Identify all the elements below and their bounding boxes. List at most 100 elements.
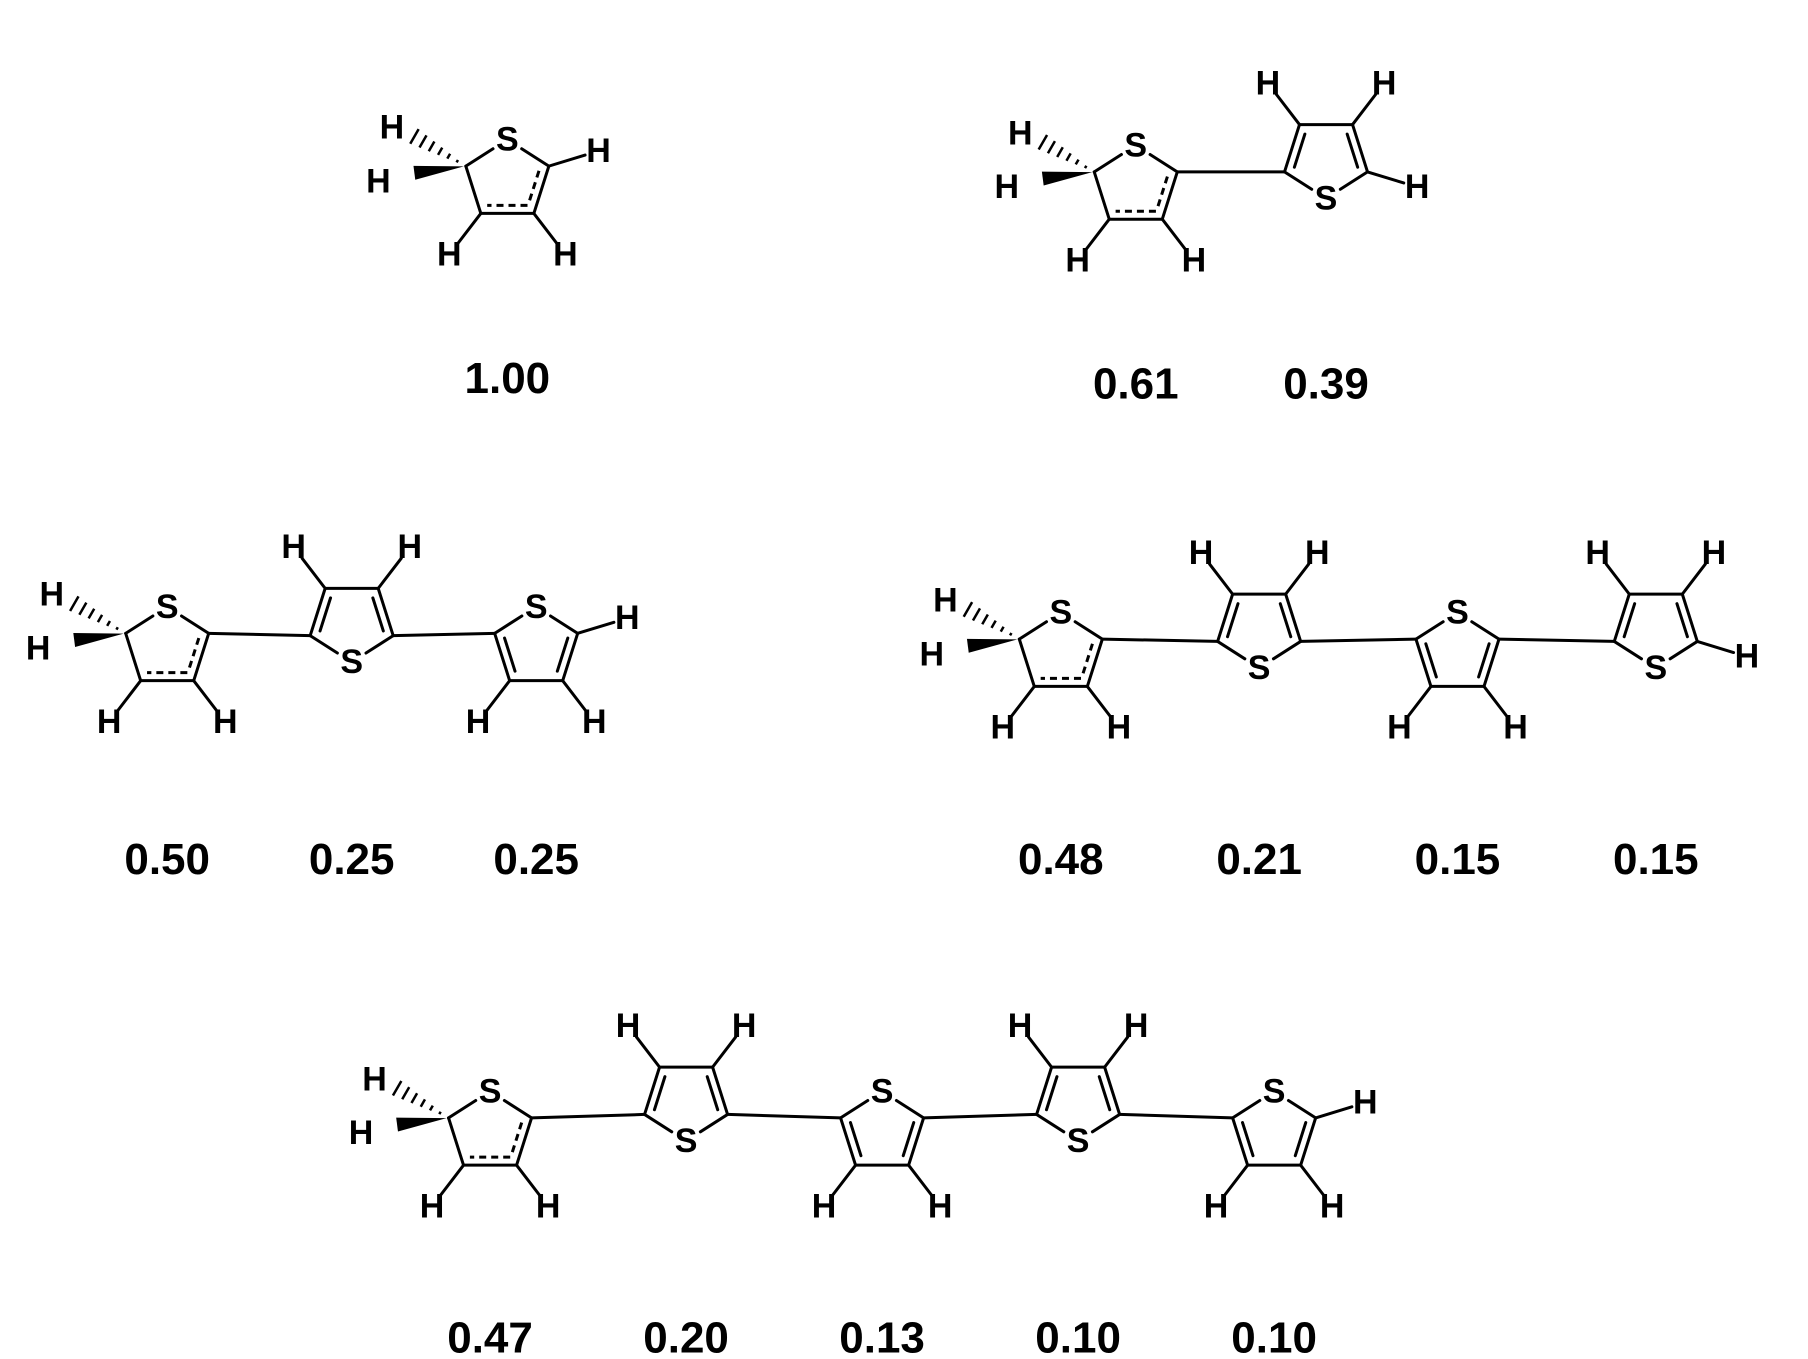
c-h-bond bbox=[116, 679, 143, 713]
ring-bond bbox=[839, 1099, 870, 1120]
c-h-bond bbox=[1406, 684, 1433, 718]
double-bond bbox=[1622, 602, 1637, 639]
delocalized-bond bbox=[186, 637, 201, 672]
hydrogen-atom: H bbox=[1008, 1007, 1033, 1045]
hydrogen-atom: H bbox=[97, 703, 122, 741]
ring-bond bbox=[520, 147, 551, 168]
hashed-bond bbox=[419, 1098, 427, 1108]
ring-bond bbox=[1231, 1116, 1250, 1167]
hydrogen-atom: H bbox=[1107, 709, 1132, 747]
ring-weight-value: 0.20 bbox=[643, 1314, 729, 1359]
c-h-bond bbox=[576, 620, 616, 635]
ring-bond bbox=[1286, 1099, 1318, 1120]
ring-bond bbox=[1017, 620, 1048, 641]
hashed-bond bbox=[409, 128, 420, 145]
ring-bond bbox=[1284, 592, 1303, 643]
hydrogen-atom: H bbox=[928, 1187, 953, 1225]
sulfur-atom: S bbox=[871, 1072, 894, 1110]
hydrogen-atom: H bbox=[213, 703, 238, 741]
hashed-bond bbox=[446, 153, 452, 160]
wedge-bond bbox=[396, 1117, 447, 1132]
double-bond bbox=[1675, 602, 1689, 639]
hydrogen-atom: H bbox=[615, 599, 640, 637]
hydrogen-atom: H bbox=[1065, 241, 1090, 279]
hydrogen-atom: H bbox=[380, 109, 405, 147]
ring-bond bbox=[643, 1065, 662, 1116]
c-h-bond bbox=[1482, 684, 1509, 718]
hashed-bond bbox=[391, 1080, 403, 1097]
hashed-bond bbox=[1074, 158, 1080, 166]
hashed-bond bbox=[418, 134, 428, 149]
delocalized-bond bbox=[1155, 176, 1169, 211]
hydrogen-atom: H bbox=[281, 528, 306, 566]
ring-weight-value: 0.21 bbox=[1216, 835, 1302, 884]
hydrogen-atom: H bbox=[1305, 534, 1330, 572]
ring-bond bbox=[1085, 637, 1104, 688]
ring-bond bbox=[1271, 639, 1303, 661]
ring-bond bbox=[1470, 620, 1501, 641]
ring-weight-value: 0.39 bbox=[1283, 360, 1369, 409]
hydrogen-atom: H bbox=[1702, 534, 1727, 572]
hashed-bond bbox=[971, 607, 982, 622]
ring-bond bbox=[907, 1116, 926, 1167]
hydrogen-atom: H bbox=[1320, 1187, 1345, 1225]
ring-bond bbox=[1017, 637, 1036, 688]
ring-bond bbox=[1216, 592, 1235, 643]
hashed-bond bbox=[455, 159, 460, 164]
c-h-bond bbox=[300, 556, 327, 590]
hashed-bond bbox=[1065, 152, 1072, 162]
sulfur-atom: S bbox=[1446, 594, 1469, 632]
ring-weight-value: 0.15 bbox=[1415, 835, 1501, 884]
c-h-bond bbox=[1027, 1035, 1054, 1069]
hydrogen-atom: H bbox=[732, 1007, 757, 1045]
hashed-bond bbox=[69, 595, 80, 612]
ring-weight-value: 1.00 bbox=[465, 354, 551, 403]
double-bond bbox=[1293, 1121, 1308, 1158]
ring-bond bbox=[894, 1099, 926, 1120]
ring-bond bbox=[464, 164, 483, 215]
hydrogen-atom: H bbox=[437, 236, 462, 274]
hydrogen-atom: H bbox=[812, 1187, 837, 1225]
sulfur-atom: S bbox=[675, 1122, 698, 1160]
ring-bond bbox=[1148, 153, 1179, 174]
c-h-bond bbox=[831, 1163, 858, 1197]
ring-bond bbox=[1035, 1065, 1054, 1116]
c-h-bond bbox=[1103, 1035, 1130, 1069]
inter-ring-bond bbox=[530, 1112, 647, 1120]
ring-bond bbox=[1092, 170, 1111, 221]
c-h-bond bbox=[485, 679, 512, 713]
ring-bond bbox=[1092, 153, 1123, 174]
hashed-bond bbox=[990, 620, 997, 629]
hydrogen-atom: H bbox=[553, 236, 578, 274]
hashed-bond bbox=[410, 1092, 419, 1104]
wedge-bond bbox=[1041, 171, 1093, 186]
ring-bond bbox=[1231, 1099, 1262, 1120]
c-h-bond bbox=[1085, 684, 1112, 718]
hydrogen-atom: H bbox=[582, 703, 607, 741]
ring-bond bbox=[1103, 1065, 1122, 1116]
ring-bond bbox=[548, 614, 580, 635]
hydrogen-atom: H bbox=[1735, 638, 1760, 676]
c-h-bond bbox=[1695, 639, 1736, 655]
c-h-bond bbox=[532, 211, 559, 245]
ring-bond bbox=[1482, 637, 1501, 688]
delocalized-bond bbox=[509, 1122, 524, 1157]
inter-ring-bond bbox=[207, 631, 312, 638]
ring-bond bbox=[1090, 1112, 1122, 1134]
hydrogen-atom: H bbox=[536, 1187, 561, 1225]
inter-ring-bond bbox=[391, 631, 497, 638]
c-h-bond bbox=[1084, 217, 1111, 251]
hashed-bond bbox=[1056, 146, 1064, 158]
ring-bond bbox=[1283, 123, 1301, 174]
hashed-bond bbox=[1083, 165, 1088, 169]
double-bond bbox=[1226, 602, 1240, 639]
hydrogen-atom: H bbox=[990, 709, 1015, 747]
